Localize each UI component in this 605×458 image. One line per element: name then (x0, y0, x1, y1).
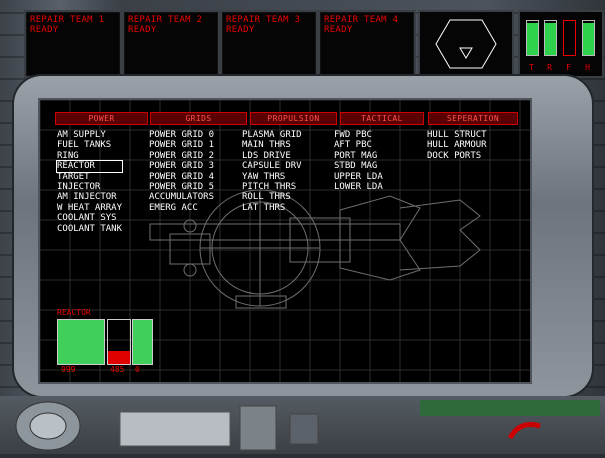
machinery-detail (15, 400, 600, 451)
list-item[interactable]: UPPER LDA (334, 171, 383, 182)
list-item[interactable]: COOLANT TANK (57, 223, 123, 234)
list-item[interactable]: ROLL THRS (242, 192, 291, 203)
list-item[interactable]: LOWER LDA (334, 182, 383, 193)
reactor-readout-3: 0 (135, 365, 140, 374)
reactor-bar-2 (107, 319, 131, 365)
reactor-readout-1: 999 (61, 365, 76, 374)
list-item[interactable]: FUEL TANKS (57, 140, 112, 151)
list-item[interactable]: AFT PBC (334, 140, 372, 151)
repair-team-3-name: REPAIR TEAM 3 (226, 15, 301, 25)
radar-display[interactable] (418, 10, 514, 78)
list-item[interactable]: AM SUPPLY (57, 130, 106, 140)
list-item[interactable]: TARGET (57, 171, 90, 182)
ship-schematic (149, 189, 481, 309)
list-item[interactable]: RING (57, 150, 79, 161)
list-item[interactable]: COOLANT SYS (57, 213, 117, 224)
repair-team-4-status: READY (324, 25, 353, 35)
list-item[interactable]: MAIN THRS (242, 140, 291, 151)
list-item[interactable]: POWER GRID 1 (149, 140, 215, 151)
list-item[interactable]: POWER GRID 3 (149, 161, 215, 172)
gauge-t-label: T (529, 63, 534, 72)
list-item[interactable]: LDS DRIVE (242, 150, 291, 161)
reactor-bar-1-fill (58, 320, 104, 364)
tab-seperation[interactable]: SEPERATION (428, 112, 518, 125)
repair-team-2-status: READY (128, 25, 157, 35)
repair-team-3-status: READY (226, 25, 255, 35)
reactor-label: REACTOR (57, 308, 91, 317)
list-item[interactable]: PLASMA GRID (242, 130, 302, 140)
list-item[interactable]: ACCUMULATORS (149, 192, 215, 203)
gauge-h-label: H (585, 63, 590, 72)
list-item[interactable]: POWER GRID 0 (149, 130, 215, 140)
gauge-t-fill (527, 22, 538, 55)
tab-power[interactable]: POWER (55, 112, 148, 125)
repair-team-3-panel[interactable]: REPAIR TEAM 3 READY (220, 10, 318, 78)
gauge-f-label: F (566, 63, 571, 72)
gauge-f (563, 20, 576, 56)
list-item[interactable]: REACTOR (55, 160, 124, 173)
list-item[interactable]: CAPSULE DRV (242, 161, 302, 172)
reactor-bar-1 (57, 319, 105, 365)
gauge-r-label: R (547, 63, 552, 72)
console-base (0, 396, 605, 454)
repair-team-4-name: REPAIR TEAM 4 (324, 15, 399, 25)
tab-tactical[interactable]: TACTICAL (340, 112, 424, 125)
list-item[interactable]: POWER GRID 2 (149, 150, 215, 161)
list-item[interactable]: INJECTOR (57, 182, 101, 193)
list-item[interactable]: FWD PBC (334, 130, 372, 140)
gauge-r-fill (545, 22, 556, 55)
tab-grids[interactable]: GRIDS (150, 112, 247, 125)
list-item[interactable]: AM INJECTOR (57, 192, 117, 203)
list-item[interactable]: PITCH THRS (242, 182, 297, 193)
reactor-bar-2-fill (108, 350, 130, 364)
list-item[interactable]: LAT THRS (242, 202, 286, 213)
list-item[interactable]: DOCK PORTS (427, 150, 482, 161)
repair-team-1-name: REPAIR TEAM 1 (30, 15, 105, 25)
list-item[interactable]: POWER GRID 5 (149, 182, 215, 193)
repair-team-1-panel[interactable]: REPAIR TEAM 1 READY (24, 10, 122, 78)
gauge-r (544, 20, 557, 56)
repair-team-2-panel[interactable]: REPAIR TEAM 2 READY (122, 10, 220, 78)
gauge-h (582, 20, 595, 56)
damage-control-screen: POWER GRIDS PROPULSION TACTICAL SEPERATI… (38, 98, 532, 384)
reactor-readout-2: 485 (110, 365, 125, 374)
list-item[interactable]: HULL STRUCT (427, 130, 487, 140)
gauge-h-fill (583, 22, 594, 55)
list-item[interactable]: STBD MAG (334, 161, 378, 172)
ship-orientation-icon (435, 19, 497, 69)
gauge-t (526, 20, 539, 56)
list-item[interactable]: EMERG ACC (149, 202, 198, 213)
schematic-grid (40, 100, 530, 382)
list-item[interactable]: W HEAT ARRAY (57, 202, 123, 213)
list-item[interactable]: PORT MAG (334, 150, 378, 161)
reactor-bar-3 (132, 319, 153, 365)
repair-team-4-panel[interactable]: REPAIR TEAM 4 READY (318, 10, 416, 78)
list-item[interactable]: HULL ARMOUR (427, 140, 487, 151)
list-item[interactable]: YAW THRS (242, 171, 286, 182)
status-gauges: T R F H (518, 10, 604, 78)
repair-team-1-status: READY (30, 25, 59, 35)
reactor-bar-3-fill (133, 320, 152, 364)
repair-team-2-name: REPAIR TEAM 2 (128, 15, 203, 25)
tab-propulsion[interactable]: PROPULSION (250, 112, 337, 125)
list-item[interactable]: POWER GRID 4 (149, 171, 215, 182)
